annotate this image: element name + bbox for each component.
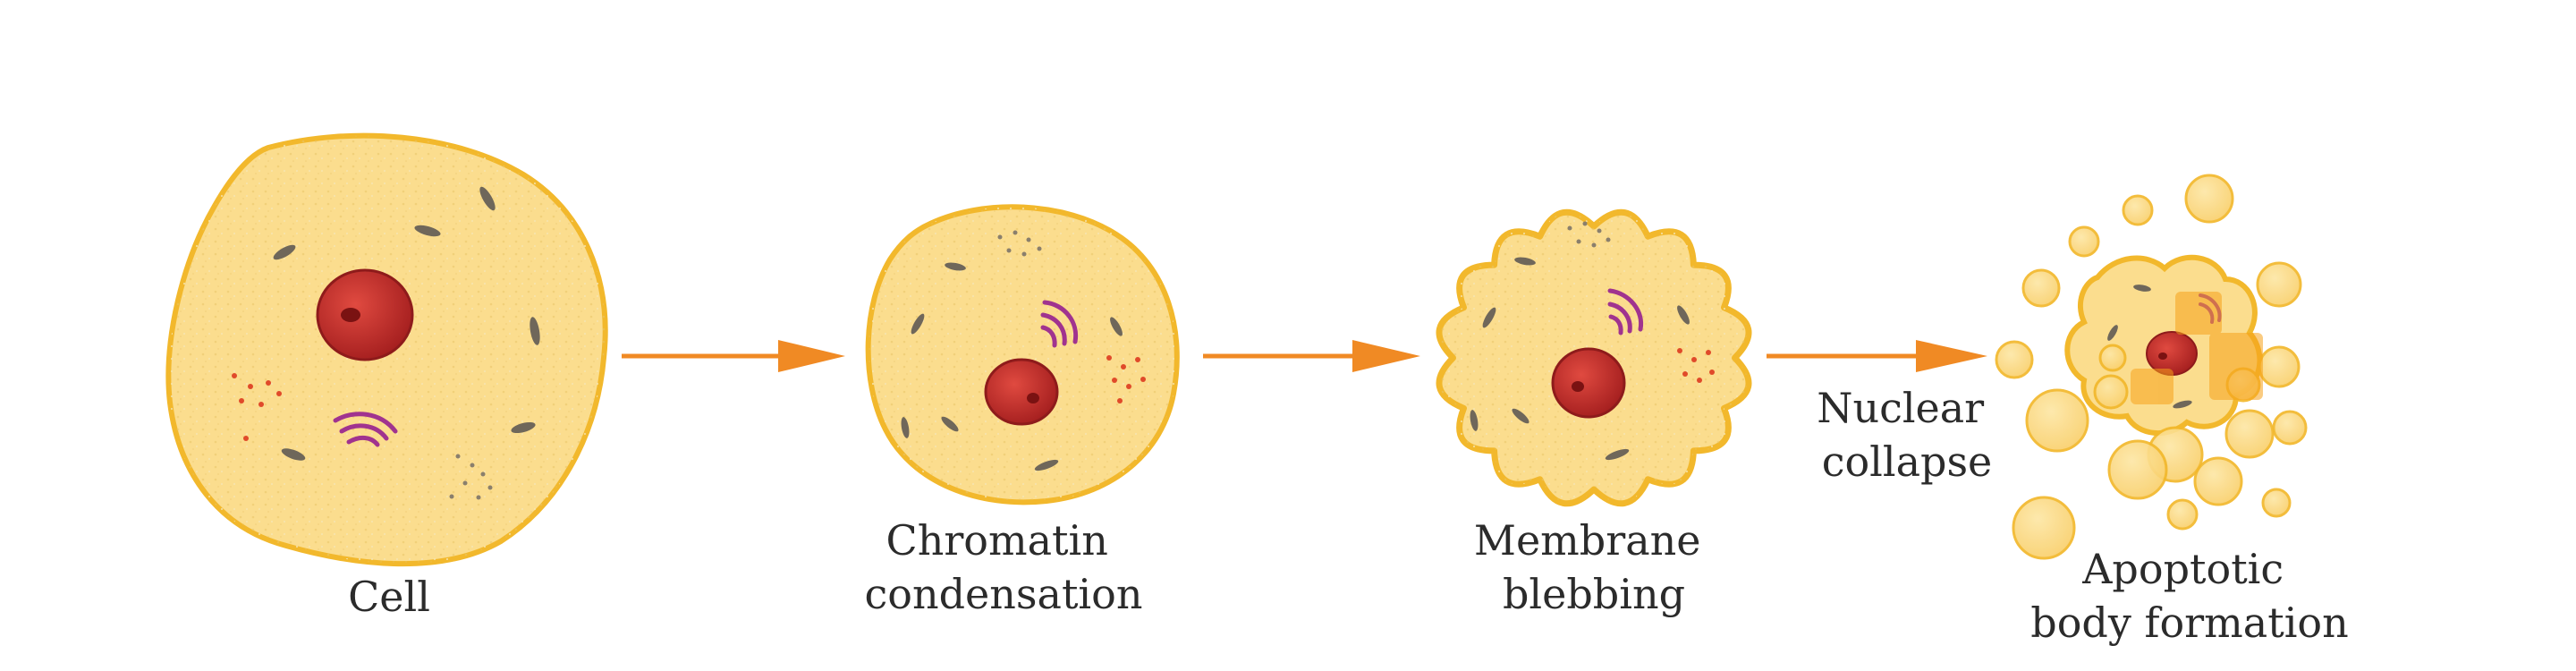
nucleolus [2158, 352, 2167, 360]
apoptotic-body [2012, 496, 2076, 560]
stage-apoptotic-body-formation: Apoptotic body formation [1995, 174, 2349, 647]
arrow-right-icon [1203, 340, 1420, 372]
mitochondria-icon [1470, 257, 1690, 461]
apoptotic-body [2098, 344, 2127, 372]
stage-label: Apoptotic body formation [2030, 545, 2348, 647]
nucleolus [1027, 393, 1039, 403]
stage-label: Membrane blebbing [1474, 516, 1714, 618]
nucleus [1551, 347, 1626, 419]
apoptotic-body [2258, 345, 2301, 388]
nucleolus [1572, 381, 1584, 392]
ribosome-dots [997, 230, 1042, 257]
apoptotic-body [2261, 488, 2292, 518]
apoptotic-body [2021, 268, 2061, 308]
apoptotic-bodies [1995, 174, 2308, 560]
apoptotic-body [2093, 374, 2129, 410]
arrow-right-icon [1767, 340, 1987, 372]
stage-membrane-blebbing: Membrane blebbing [1436, 208, 1752, 618]
nucleolus [341, 308, 360, 322]
nucleus [316, 268, 414, 361]
mitochondria-icon [901, 262, 1123, 471]
nucleus [2146, 331, 2198, 376]
stage-cell: Cell [165, 132, 608, 621]
transition-label: Nuclear collapse [1817, 384, 1997, 486]
apoptotic-body [2068, 225, 2100, 258]
vesicle-dots [1106, 355, 1146, 403]
ribosome-dots [1567, 221, 1611, 248]
apoptotic-body [2107, 439, 2168, 500]
ribosome-dots [449, 454, 493, 500]
apoptotic-body [2256, 261, 2302, 308]
golgi-icon [1607, 288, 1644, 336]
stage-label: Cell [348, 573, 430, 621]
apoptotic-bodies-icon [1995, 174, 2308, 560]
stage-chromatin-condensation: Chromatin condensation [865, 204, 1180, 618]
apoptotic-body [2122, 194, 2154, 226]
stage-label: Chromatin condensation [865, 516, 1143, 618]
apoptotic-body [2193, 456, 2243, 506]
cell-icon [165, 132, 608, 567]
apoptotic-body [2272, 410, 2308, 446]
vesicle-dots [232, 373, 282, 441]
vesicle-dots [1677, 348, 1715, 383]
apoptotic-body [1995, 340, 2034, 379]
apoptotic-body [2184, 174, 2234, 224]
nucleus [984, 358, 1059, 426]
condensed-cell-icon [865, 204, 1180, 505]
golgi-icon [1040, 300, 1079, 348]
apoptotic-body [2025, 388, 2089, 453]
apoptotic-overlay [2131, 292, 2263, 404]
arrow-right-icon [622, 340, 845, 372]
blebbing-cell-icon [1436, 208, 1752, 507]
mitochondria-icon [2107, 285, 2192, 409]
apoptotic-body [2166, 498, 2199, 531]
apoptotic-body [2224, 409, 2275, 459]
golgi-icon [333, 412, 398, 447]
mitochondria-icon [273, 186, 540, 461]
